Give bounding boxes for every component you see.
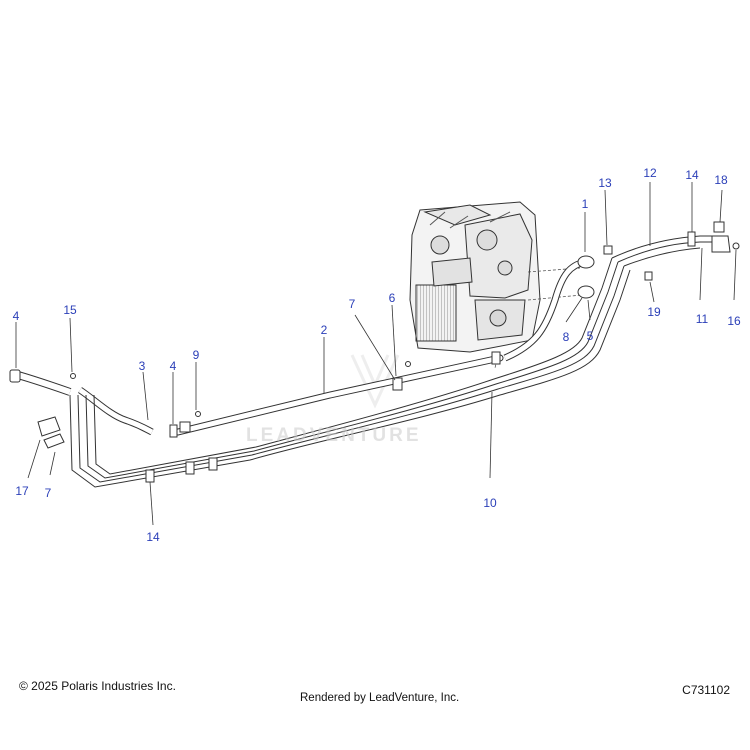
callout-7a[interactable]: 7 (348, 297, 356, 311)
callout-7b[interactable]: 7 (44, 486, 52, 500)
callout-9[interactable]: 9 (192, 348, 200, 362)
hose-3 (78, 387, 154, 436)
callout-12[interactable]: 12 (643, 166, 657, 180)
callout-13[interactable]: 13 (598, 176, 612, 190)
callout-3[interactable]: 3 (138, 359, 146, 373)
callout-4b[interactable]: 4 (169, 359, 177, 373)
callout-19[interactable]: 19 (647, 305, 661, 319)
callout-10[interactable]: 10 (483, 496, 497, 510)
steel-line-12 (611, 235, 718, 267)
callout-11[interactable]: 11 (695, 312, 709, 326)
callout-4a[interactable]: 4 (12, 309, 20, 323)
callout-1[interactable]: 1 (581, 197, 589, 211)
callout-18[interactable]: 18 (714, 173, 728, 187)
callout-2[interactable]: 2 (320, 323, 328, 337)
hose-2 (174, 354, 504, 436)
copyright-text: © 2025 Polaris Industries Inc. (19, 679, 176, 693)
steel-lines-10 (69, 257, 631, 488)
callout-14b[interactable]: 14 (146, 530, 160, 544)
callout-17[interactable]: 17 (15, 484, 29, 498)
watermark-text: LEADVENTURE (246, 425, 422, 446)
diagram-code: C731102 (682, 683, 730, 697)
callout-6[interactable]: 6 (388, 291, 396, 305)
leader-lines (15, 182, 737, 526)
clamps (9, 221, 740, 483)
callout-8[interactable]: 8 (562, 330, 570, 344)
callout-5[interactable]: 5 (586, 329, 594, 343)
callout-14a[interactable]: 14 (685, 168, 699, 182)
engine-assembly (409, 201, 541, 353)
rendered-by-text: Rendered by LeadVenture, Inc. (300, 692, 460, 704)
hose-4-left (16, 371, 72, 396)
callout-15[interactable]: 15 (63, 303, 77, 317)
hose-1 (503, 258, 586, 362)
callout-16[interactable]: 16 (727, 314, 741, 328)
